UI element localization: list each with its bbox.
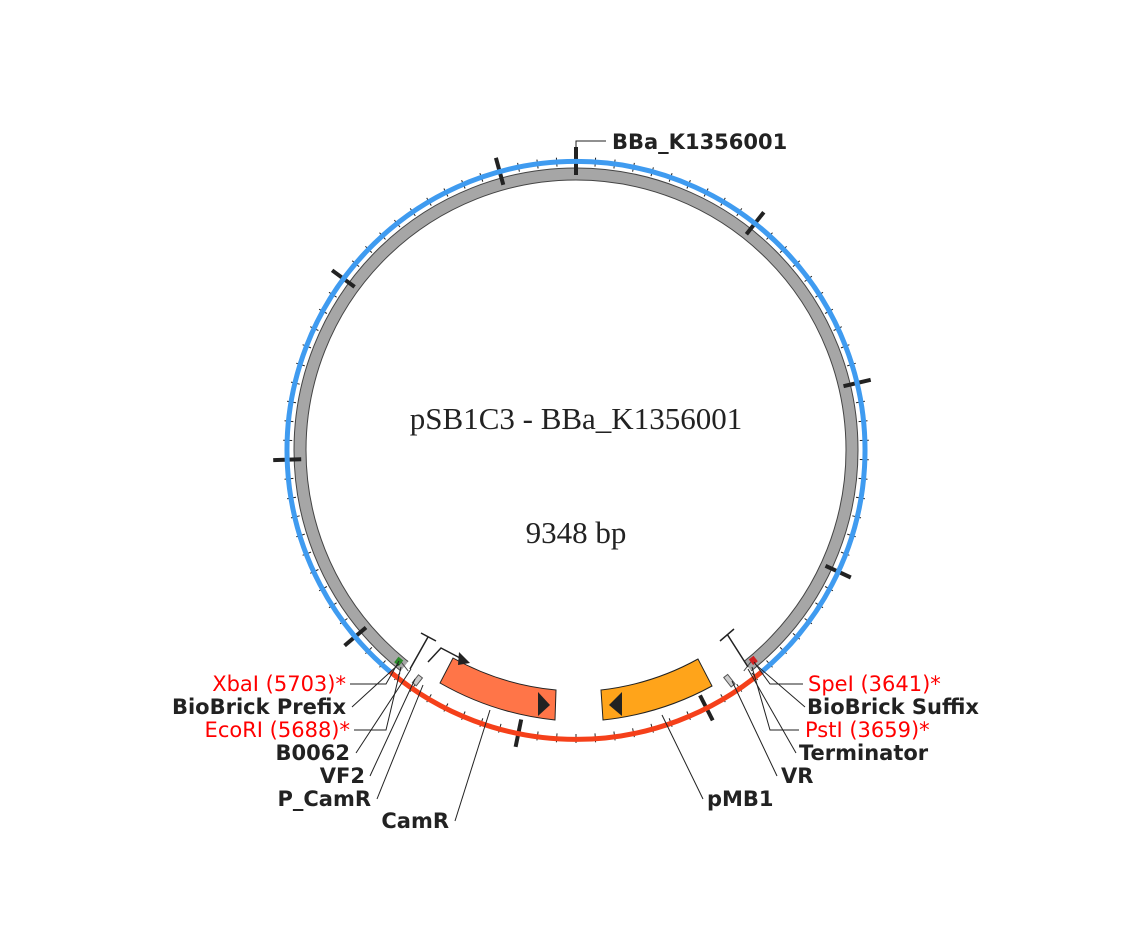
label-biobrick-suffix: BioBrick Suffix: [807, 695, 979, 719]
p-camr-promoter-icon: [427, 647, 463, 663]
backbone-track: [294, 168, 858, 732]
camr-feature: [439, 657, 557, 721]
vf2-primer-icon: [411, 674, 424, 687]
label-vr: VR: [781, 764, 813, 788]
label-vf2: VF2: [320, 764, 365, 788]
label-p-camr: P_CamR: [277, 787, 371, 811]
plasmid-length: 9348 bp: [526, 515, 627, 550]
pmb1-direction-arrow-icon: [609, 692, 622, 716]
terminator-icon: [719, 628, 749, 668]
backbone-arc: [388, 669, 764, 742]
label-b0062: B0062: [276, 741, 350, 765]
label-camr: CamR: [381, 809, 449, 833]
label-ecori: EcoRI (5688)*: [205, 718, 350, 742]
label-pmb1: pMB1: [707, 787, 774, 811]
label-biobrick-prefix: BioBrick Prefix: [172, 695, 346, 719]
pmb1-feature: [600, 658, 713, 721]
b0062-terminator-icon: [409, 632, 437, 670]
insert-arc: [284, 158, 868, 674]
label-psti: PstI (3659)*: [805, 718, 930, 742]
label-xbai: XbaI (5703)*: [212, 672, 346, 696]
camr-direction-arrow-icon: [538, 692, 550, 716]
biobrick-suffix-mark: [748, 655, 758, 665]
vr-primer-icon: [723, 673, 736, 688]
label-terminator: Terminator: [799, 741, 929, 765]
label-spei: SpeI (3641)*: [808, 672, 941, 696]
label-insert: BBa_K1356001: [612, 130, 787, 154]
plasmid-name: pSB1C3 - BBa_K1356001: [410, 401, 742, 436]
